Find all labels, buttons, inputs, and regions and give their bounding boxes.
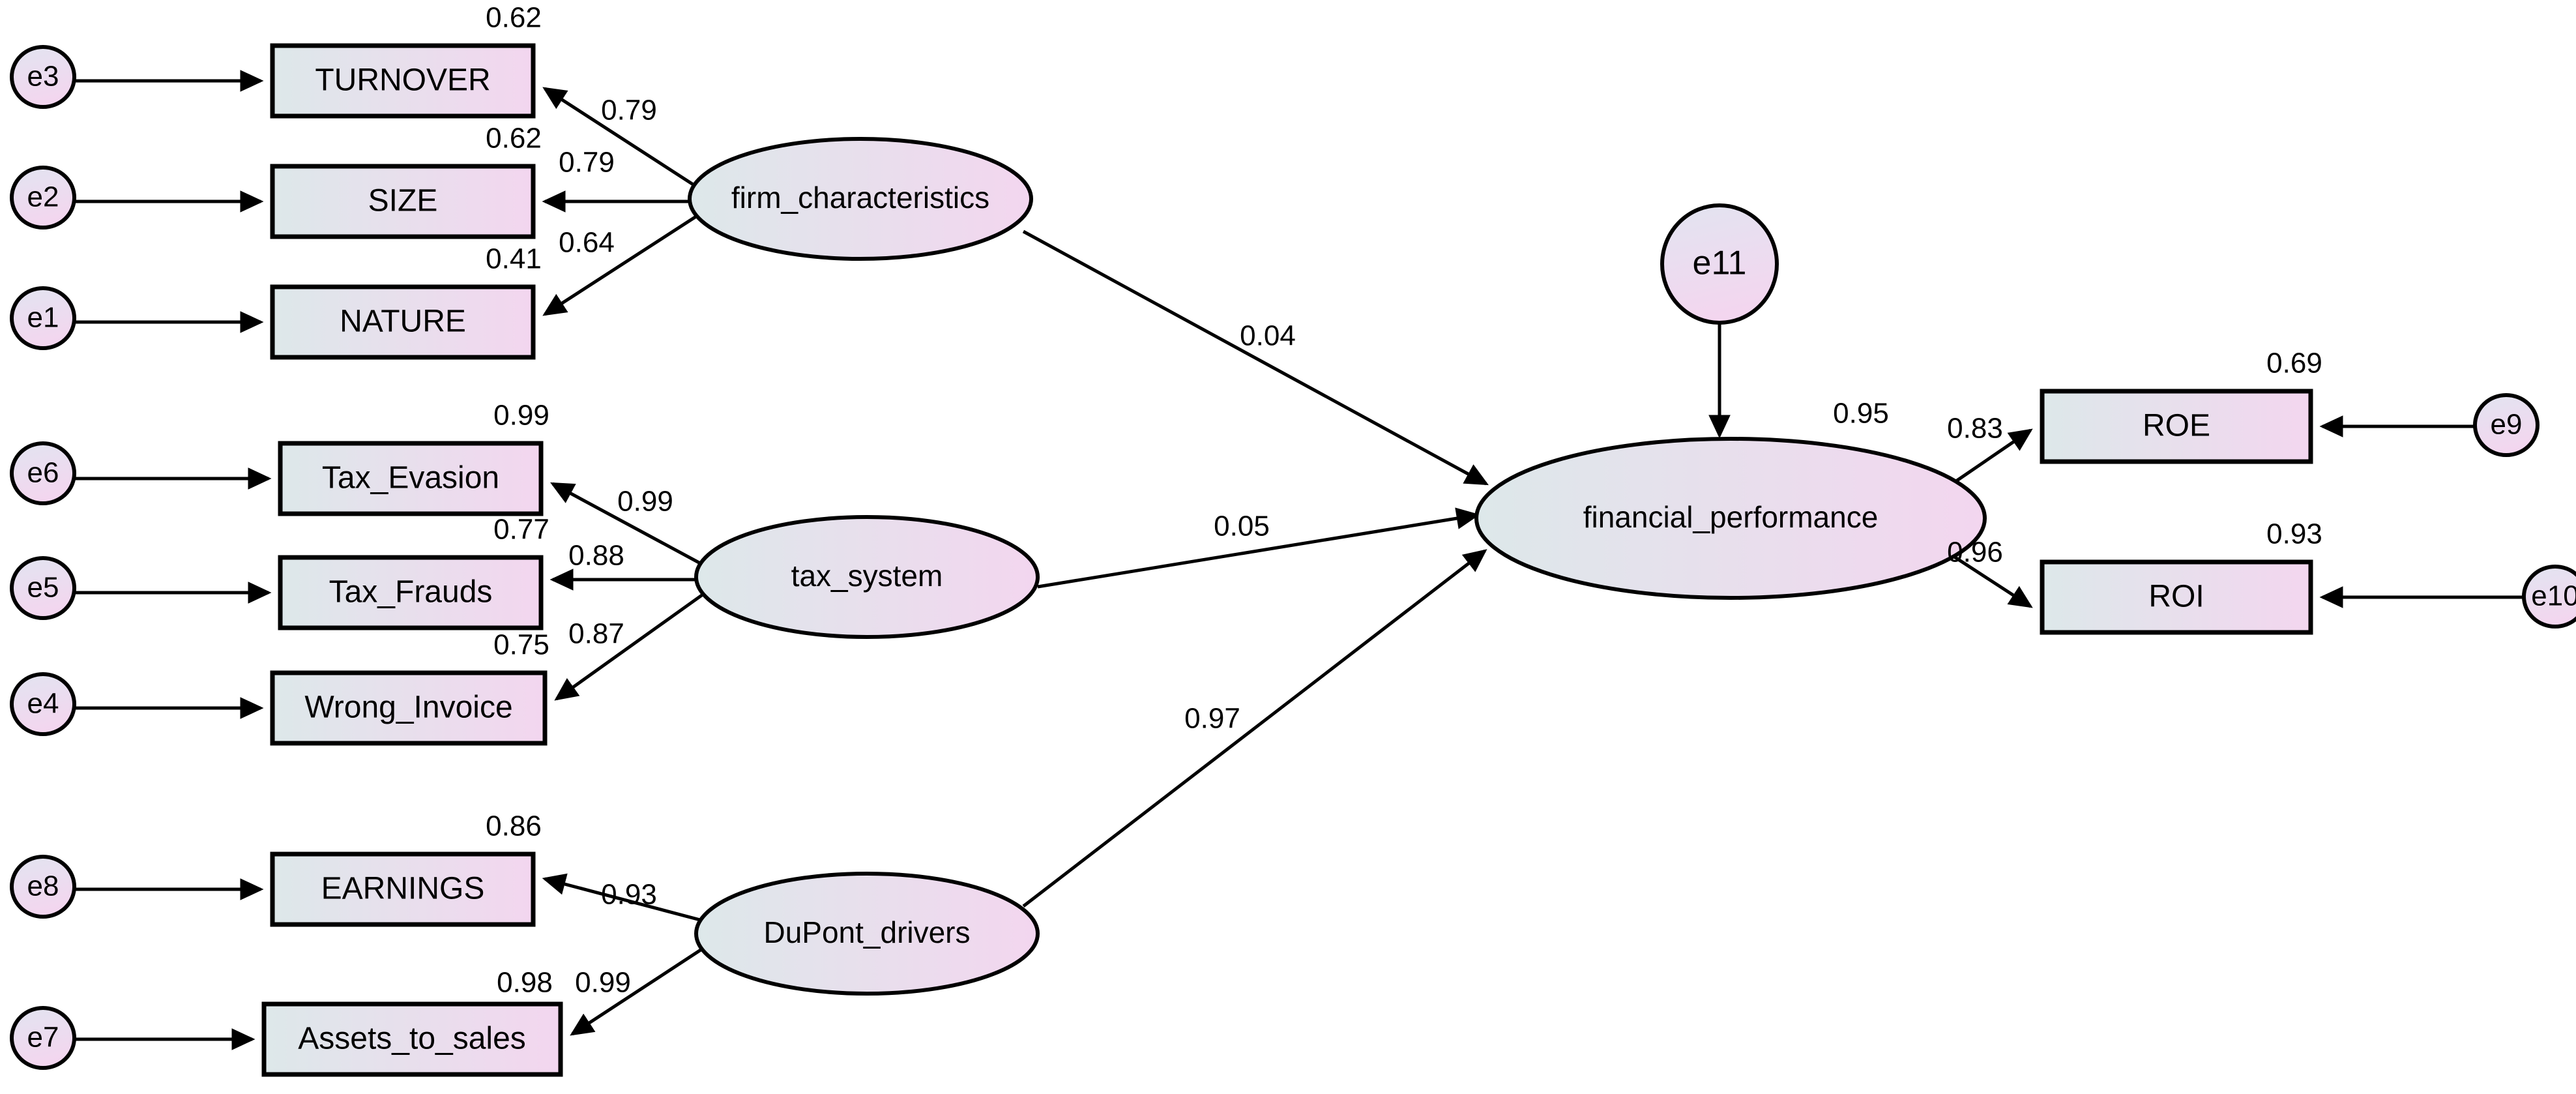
edge-dupont-assets	[570, 947, 704, 1036]
node-dupont-drivers[interactable]: DuPont_drivers	[694, 872, 1040, 996]
observed-label: Assets_to_sales	[298, 1022, 526, 1056]
measurement-edges	[542, 87, 2033, 1036]
edge-firm-turnover	[542, 87, 697, 188]
observed-label: NATURE	[340, 304, 466, 339]
edge-dupont-to-financial	[1022, 549, 1487, 908]
node-e9[interactable]: e9	[2473, 393, 2539, 457]
error-to-observed-edges	[74, 70, 2524, 1050]
estimate-tax-frauds: 0.88	[568, 540, 624, 572]
error-label: e11	[1693, 244, 1747, 282]
residual-wrong-invoice: 0.75	[493, 629, 549, 661]
node-e3[interactable]: e3	[10, 45, 76, 109]
node-e10[interactable]: e10	[2522, 565, 2576, 628]
estimate-e11-disturbance: 0.95	[1833, 398, 1889, 430]
edge-fin-roe	[1951, 428, 2033, 486]
edge-tax-to-financial	[1037, 507, 1480, 589]
node-e8[interactable]: e8	[10, 855, 76, 919]
residual-assets: 0.98	[497, 967, 553, 999]
residual-roi: 0.93	[2266, 518, 2322, 550]
residual-tax-frauds: 0.77	[493, 514, 549, 546]
residual-nature: 0.41	[486, 243, 542, 275]
latent-ellipses: firm_characteristics tax_system DuPont_d…	[688, 137, 1987, 996]
estimate-firm-nature: 0.64	[559, 227, 615, 259]
error-circles: e3 e2 e1 e6 e5 e4 e8 e7	[10, 45, 2576, 1070]
error-label: e4	[27, 688, 59, 720]
estimate-firm-size: 0.79	[559, 147, 615, 179]
estimate-tax-wrong: 0.87	[568, 618, 624, 650]
node-e5[interactable]: e5	[10, 556, 76, 620]
node-assets-to-sales[interactable]: Assets_to_sales	[261, 1001, 563, 1077]
residual-size: 0.62	[486, 123, 542, 155]
observed-label: ROI	[2148, 580, 2204, 614]
residual-earnings: 0.86	[486, 810, 542, 842]
node-e2[interactable]: e2	[10, 166, 76, 229]
error-label: e1	[27, 302, 59, 334]
error-label: e5	[27, 572, 59, 604]
observed-label: EARNINGS	[321, 872, 485, 906]
observed-label: Tax_Evasion	[322, 461, 499, 495]
edge-firm-nature	[542, 214, 697, 316]
error-label: e9	[2491, 409, 2523, 441]
edge-tax-evasion	[550, 482, 704, 567]
residual-tax-evasion: 0.99	[493, 400, 549, 432]
observed-label: SIZE	[368, 184, 438, 218]
node-firm-characteristics[interactable]: firm_characteristics	[688, 137, 1033, 261]
observed-boxes: TURNOVER SIZE NATURE Tax_Evasion Tax_Fra…	[261, 43, 2313, 1077]
error-label: e7	[27, 1022, 59, 1054]
node-wrong-invoice[interactable]: Wrong_Invoice	[270, 670, 548, 746]
residual-labels: 0.62 0.62 0.41 0.99 0.77 0.75 0.86 0.98 …	[486, 2, 2322, 999]
edge-fin-roi	[1951, 554, 2033, 608]
latent-label: financial_performance	[1583, 500, 1879, 534]
estimate-dupont-earnings: 0.93	[601, 879, 657, 911]
estimate-fin-roi: 0.96	[1947, 537, 2003, 569]
edge-dupont-earnings	[542, 873, 703, 923]
observed-label: ROE	[2143, 409, 2210, 443]
edge-tax-wrong-invoice	[554, 593, 704, 701]
error-label: e3	[27, 61, 59, 93]
estimate-dupont-assets: 0.99	[575, 967, 631, 999]
node-turnover[interactable]: TURNOVER	[270, 43, 536, 119]
node-e7[interactable]: e7	[10, 1006, 76, 1070]
node-e11[interactable]: e11	[1660, 203, 1779, 325]
node-e6[interactable]: e6	[10, 441, 76, 505]
node-tax-frauds[interactable]: Tax_Frauds	[278, 555, 544, 630]
structural-edges	[1022, 229, 1731, 908]
estimate-firm-turnover: 0.79	[601, 95, 657, 126]
observed-label: TURNOVER	[315, 63, 490, 98]
node-size[interactable]: SIZE	[270, 164, 536, 239]
estimate-tax-to-financial: 0.05	[1214, 510, 1270, 542]
error-label: e8	[27, 870, 59, 902]
estimate-firm-to-financial: 0.04	[1240, 320, 1296, 352]
latent-label: firm_characteristics	[731, 181, 989, 214]
node-tax-evasion[interactable]: Tax_Evasion	[278, 441, 544, 516]
estimate-fin-roe: 0.83	[1947, 413, 2003, 445]
node-roe[interactable]: ROE	[2040, 389, 2313, 464]
estimate-dupont-to-financial: 0.97	[1184, 703, 1240, 735]
path-estimate-labels: 0.79 0.79 0.64 0.99 0.88 0.87 0.93 0.99 …	[559, 95, 2003, 999]
node-nature[interactable]: NATURE	[270, 284, 536, 360]
residual-turnover: 0.62	[486, 2, 542, 34]
observed-label: Wrong_Invoice	[304, 690, 512, 725]
latent-label: tax_system	[791, 559, 943, 593]
node-earnings[interactable]: EARNINGS	[270, 851, 536, 927]
node-e4[interactable]: e4	[10, 672, 76, 736]
node-roi[interactable]: ROI	[2040, 559, 2313, 635]
observed-label: Tax_Frauds	[329, 575, 493, 610]
residual-roe: 0.69	[2266, 347, 2322, 379]
edge-firm-to-financial	[1022, 229, 1489, 486]
node-tax-system[interactable]: tax_system	[694, 515, 1040, 639]
error-label: e10	[2531, 580, 2576, 612]
error-label: e2	[27, 181, 59, 213]
node-e1[interactable]: e1	[10, 286, 76, 350]
latent-label: DuPont_drivers	[763, 915, 970, 949]
node-financial-performance[interactable]: financial_performance	[1474, 437, 1987, 600]
error-label: e6	[27, 457, 59, 489]
estimate-tax-evasion: 0.99	[617, 486, 673, 518]
